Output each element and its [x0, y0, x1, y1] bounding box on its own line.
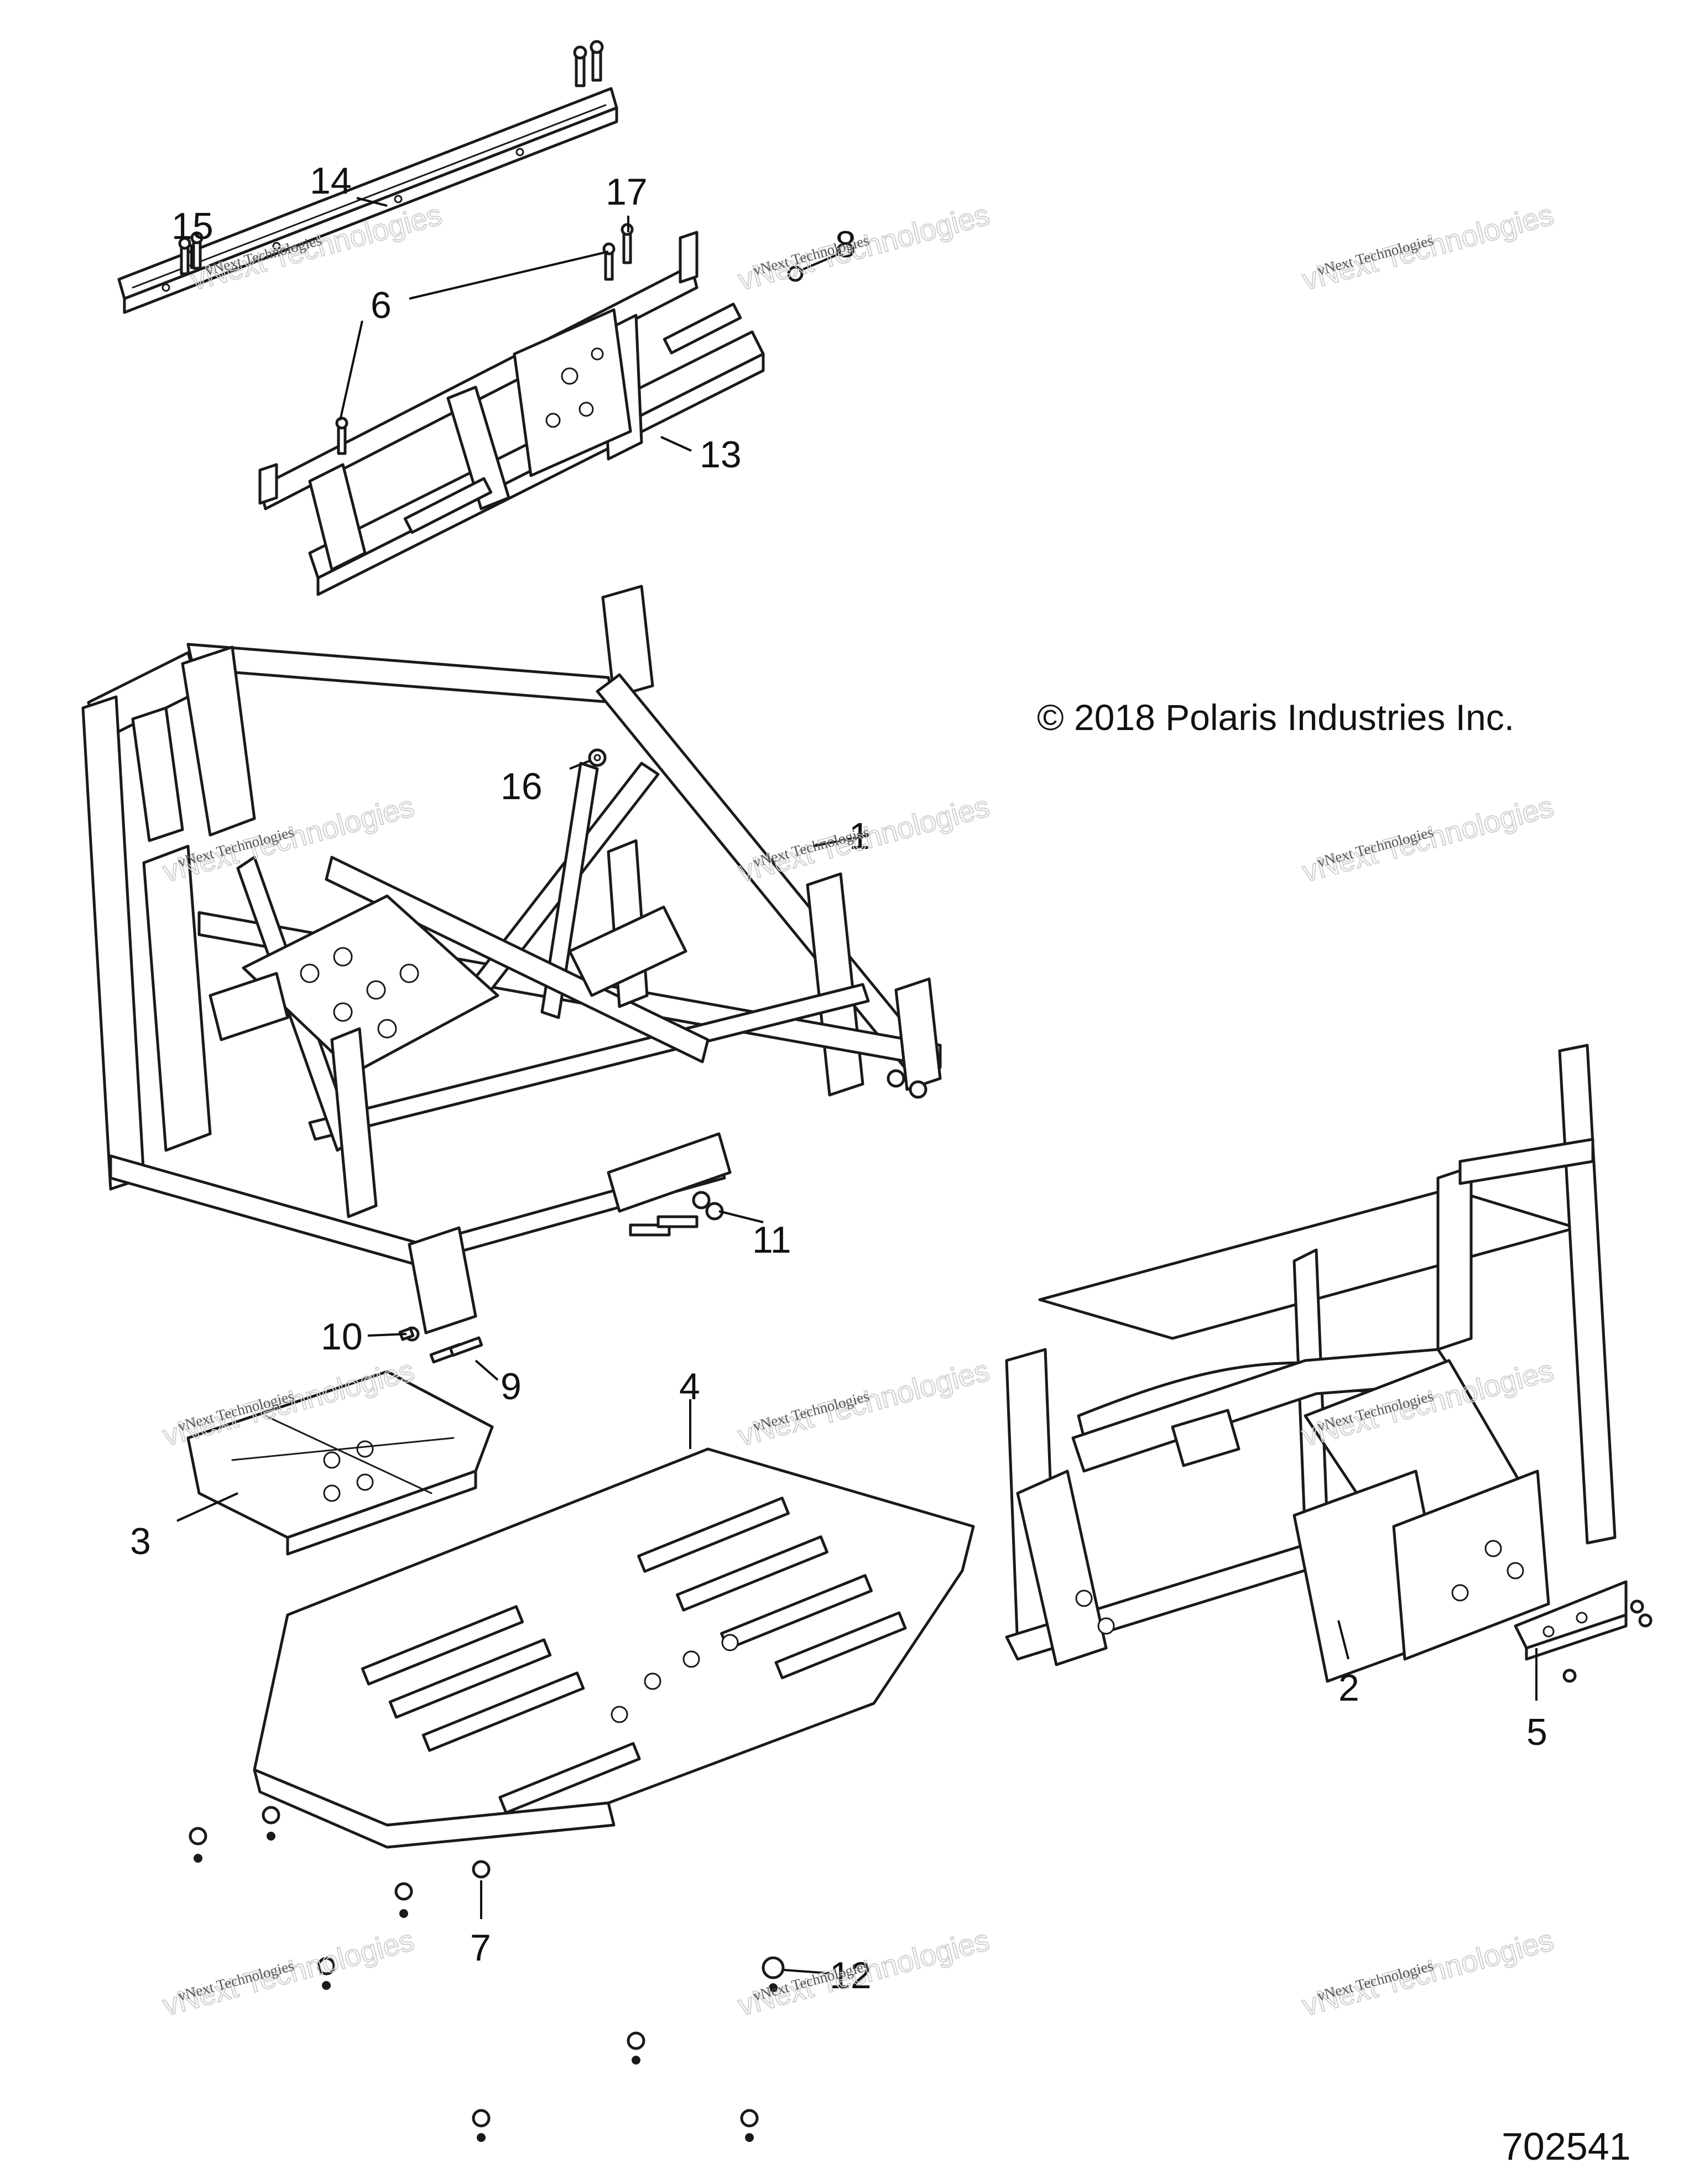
watermark-6: vNext Technologies vNext Technologies	[1298, 789, 1557, 889]
leader-lines	[176, 197, 1538, 1974]
watermark-2: vNext Technologies vNext Technologies	[734, 197, 993, 298]
callout-7: 7	[470, 1927, 491, 1969]
fastener-part-11	[629, 1069, 927, 1237]
watermark-5: vNext Technologies vNext Technologies	[734, 789, 993, 889]
callout-8: 8	[835, 223, 856, 265]
rail-part-14	[117, 87, 618, 314]
rail-frame-part-13	[258, 231, 765, 596]
callout-6: 6	[371, 284, 392, 326]
callout-2: 2	[1338, 1667, 1359, 1709]
fastener-part-12	[762, 1956, 785, 1992]
copyright-notice: © 2018 Polaris Industries Inc.	[1037, 697, 1514, 738]
callout-3: 3	[130, 1520, 151, 1562]
watermark-3: vNext Technologies vNext Technologies	[1298, 197, 1557, 298]
floor-pan-part-4	[253, 1447, 975, 1849]
main-frame-part-1	[81, 585, 942, 1335]
callout-4: 4	[679, 1365, 700, 1408]
bolt-part-14-top	[573, 40, 604, 87]
callout-13: 13	[700, 434, 742, 476]
bolt-part-9	[429, 1336, 483, 1364]
callout-14: 14	[310, 160, 352, 202]
watermark-12: vNext Technologies vNext Technologies	[1298, 1923, 1557, 2023]
callout-9: 9	[501, 1365, 522, 1408]
figure-number: 702541	[1502, 2125, 1631, 2168]
callout-10: 10	[321, 1316, 363, 1358]
skid-plate-part-3	[186, 1370, 494, 1556]
watermark-4: vNext Technologies vNext Technologies	[159, 789, 418, 889]
watermark-10: vNext Technologies vNext Technologies	[159, 1923, 418, 2023]
callout-17: 17	[606, 171, 648, 213]
bolt-part-15	[178, 231, 204, 275]
bracket-part-5	[1514, 1580, 1653, 1683]
nut-part-8	[787, 265, 804, 282]
callout-11: 11	[752, 1219, 791, 1261]
callout-16: 16	[501, 765, 543, 807]
callout-15: 15	[171, 205, 213, 247]
watermark-8: vNext Technologies vNext Technologies	[734, 1353, 993, 1453]
callout-5: 5	[1526, 1711, 1547, 1753]
front-frame-part-2	[1005, 1044, 1617, 1683]
callout-12: 12	[830, 1954, 872, 1997]
bolt-part-6	[335, 242, 616, 455]
callout-labels: 1 2 3 4 5 6 7 8 9 10 11 12 13 14 15 16 1…	[130, 160, 1547, 1997]
fastener-part-7	[189, 1806, 759, 2142]
callout-1: 1	[849, 815, 870, 857]
nut-part-16	[588, 748, 607, 767]
